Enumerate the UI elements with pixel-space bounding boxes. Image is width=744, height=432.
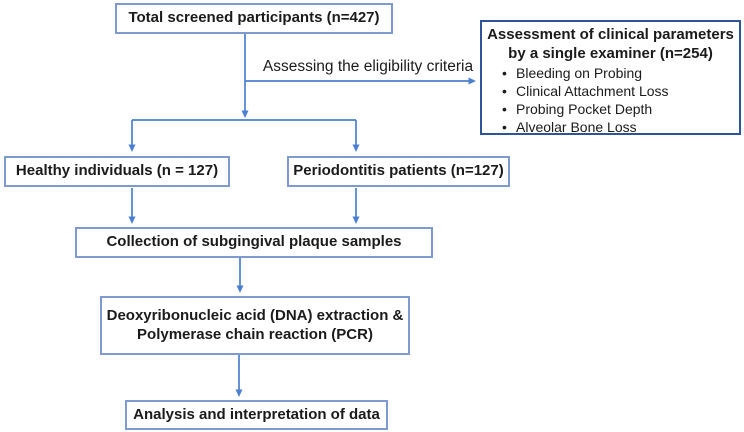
assessment-bullet-item: Probing Pocket Depth bbox=[516, 100, 735, 118]
assessment-bullet-list: Bleeding on Probing Clinical Attachment … bbox=[486, 64, 735, 136]
plaque-collection-label: Collection of subgingival plaque samples bbox=[106, 233, 402, 251]
total-screened-box: Total screened participants (n=427) bbox=[115, 3, 393, 34]
assessment-title: Assessment of clinical parameters by a s… bbox=[486, 25, 735, 63]
assessment-bullet-item: Bleeding on Probing bbox=[516, 64, 735, 82]
dna-pcr-label-line1: Deoxyribonucleic acid (DNA) extraction & bbox=[106, 306, 404, 324]
total-screened-label: Total screened participants (n=427) bbox=[128, 9, 380, 27]
assessment-bullet-item: Clinical Attachment Loss bbox=[516, 82, 735, 100]
assessment-title-line2: by a single examiner (n=254) bbox=[508, 45, 713, 62]
periodontitis-patients-label: Periodontitis patients (n=127) bbox=[293, 162, 504, 180]
healthy-individuals-label: Healthy individuals (n = 127) bbox=[15, 162, 219, 180]
assessment-bullet-item: Alveolar Bone Loss bbox=[516, 118, 735, 136]
assessment-title-line1: Assessment of clinical parameters bbox=[487, 26, 734, 43]
healthy-individuals-box: Healthy individuals (n = 127) bbox=[4, 156, 230, 187]
dna-pcr-label-line2: Polymerase chain reaction (PCR) bbox=[137, 325, 373, 343]
analysis-label: Analysis and interpretation of data bbox=[133, 405, 380, 423]
assessment-box: Assessment of clinical parameters by a s… bbox=[480, 20, 741, 135]
periodontitis-patients-box: Periodontitis patients (n=127) bbox=[287, 156, 510, 187]
eligibility-arrow-label: Assessing the eligibility criteria bbox=[262, 58, 474, 75]
analysis-box: Analysis and interpretation of data bbox=[125, 400, 388, 430]
plaque-collection-box: Collection of subgingival plaque samples bbox=[75, 227, 433, 258]
dna-pcr-box: Deoxyribonucleic acid (DNA) extraction &… bbox=[100, 296, 410, 355]
